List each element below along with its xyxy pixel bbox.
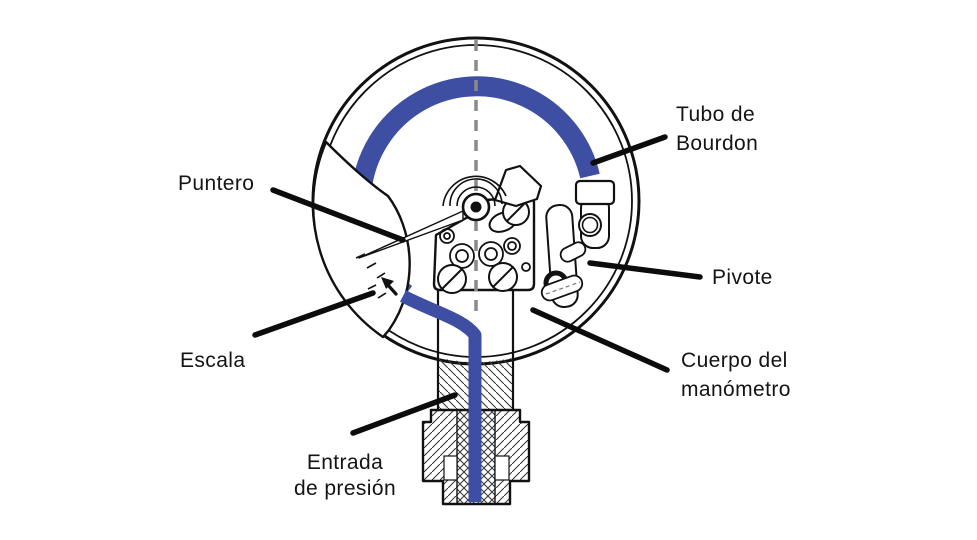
label-pressure-inlet-line2: de presión <box>293 477 397 500</box>
label-bourdon-tube-line1: Tubo de <box>676 103 756 126</box>
plate-holes <box>439 228 531 272</box>
pointer-needle <box>358 210 464 259</box>
slotted-link <box>540 274 584 302</box>
leader-scale <box>252 290 376 338</box>
leader-bourdon-tube <box>590 134 668 166</box>
label-gauge-body: Cuerpo del manómetro <box>681 346 791 404</box>
label-scale: Escala <box>180 349 246 372</box>
pointer-counterweight <box>493 164 543 208</box>
scale-tick-marks <box>355 253 387 299</box>
leader-pivot <box>587 260 703 280</box>
pivot-linkage <box>540 179 616 308</box>
label-pointer: Puntero <box>178 172 255 195</box>
label-pressure-inlet-line1: Entrada <box>306 451 384 474</box>
scale-pointer-marker-icon <box>381 277 398 296</box>
center-pivot-hub <box>461 192 491 222</box>
leader-inlet <box>350 392 458 436</box>
label-pivot: Pivote <box>712 266 773 289</box>
leader-lines <box>252 134 703 436</box>
leader-pointer <box>270 187 406 243</box>
movement-plate <box>432 195 536 294</box>
label-gauge-body-line1: Cuerpo del <box>681 349 788 372</box>
label-gauge-body-line2: manómetro <box>681 378 791 401</box>
label-bourdon-tube: Tubo de Bourdon <box>676 100 758 158</box>
plate-screws <box>437 198 530 294</box>
label-bourdon-tube-line2: Bourdon <box>676 132 759 155</box>
scale-sector <box>311 140 411 339</box>
leader-gauge-body <box>530 307 670 373</box>
tube-end-block <box>574 179 616 206</box>
label-pressure-inlet: Entrada de presión <box>270 450 420 502</box>
bourdon-tube-inlet-run <box>400 290 482 502</box>
